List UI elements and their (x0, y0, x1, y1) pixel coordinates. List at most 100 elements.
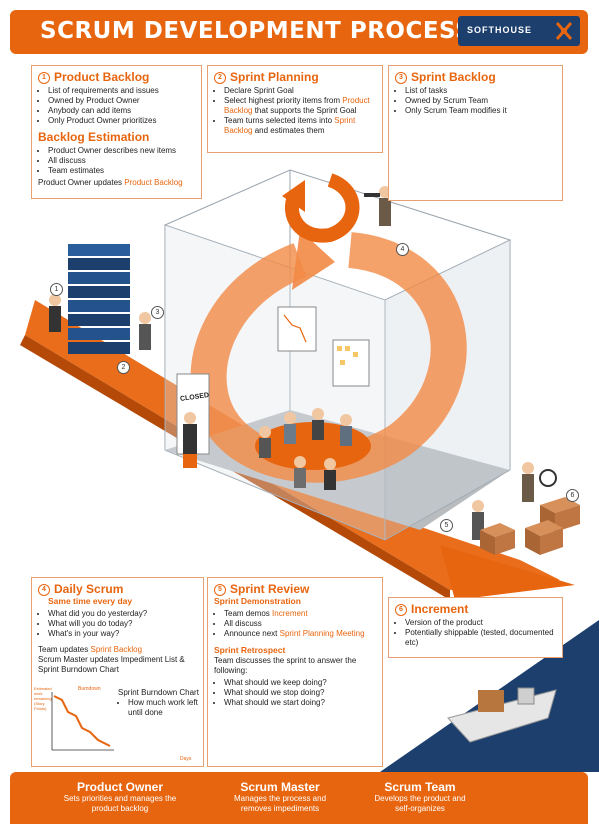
list-item: Product Owner describes new items (48, 146, 195, 156)
sprint-planning-list: Declare Sprint Goal Select highest prior… (214, 86, 376, 136)
product-backlog-heading: 1 Product Backlog (38, 70, 195, 84)
list-item: All discuss (224, 619, 376, 629)
role-title: Scrum Team (384, 780, 456, 794)
daily-scrum-box: 4 Daily Scrum Same time every day What di… (31, 577, 204, 767)
step-number: 6 (395, 603, 407, 616)
roles-footer: Product Owner Sets priorities and manage… (10, 772, 588, 824)
daily-scrum-heading: 4 Daily Scrum (38, 582, 197, 596)
step-number: 1 (38, 71, 50, 84)
sprint-retrospect-heading: Sprint Retrospect (214, 645, 286, 655)
list-item: Team turns selected items into Sprint Ba… (224, 116, 376, 136)
sprint-backlog-box: 3 Sprint Backlog List of tasks Owned by S… (388, 65, 563, 201)
sprint-backlog-list: List of tasks Owned by Scrum Team Only S… (395, 86, 556, 116)
sprint-backlog-link: Sprint Backlog (90, 645, 143, 654)
sprint-review-box: 5 Sprint Review Sprint Demonstration Team… (207, 577, 383, 767)
box-icon (525, 497, 580, 555)
role-product-owner: Product Owner Sets priorities and manage… (58, 780, 182, 814)
list-item: List of tasks (405, 86, 556, 96)
backlog-note: Product Owner updates Product Backlog (38, 178, 195, 188)
list-item: Only Product Owner prioritizes (48, 116, 195, 126)
list-item: What did you do yesterday? (48, 609, 197, 619)
list-item: List of requirements and issues (48, 86, 195, 96)
daily-scrum-title: Daily Scrum (54, 582, 124, 596)
sprint-planning-link: Sprint Planning Meeting (279, 629, 365, 638)
product-backlog-link: Product Backlog (224, 96, 370, 115)
backlog-estimation-list: Product Owner describes new items All di… (38, 146, 195, 176)
burndown-chart (51, 692, 114, 751)
list-item: Version of the product (405, 618, 556, 628)
item-text: Select highest priority items from (224, 96, 343, 105)
page-title: SCRUM DEVELOPMENT PROCESS (40, 18, 473, 44)
item-text: Team demos (224, 609, 273, 618)
list-item: What should we start doing? (224, 698, 376, 708)
sprint-planning-title: Sprint Planning (230, 70, 319, 84)
softhouse-logo-icon (555, 22, 573, 40)
sprint-backlog-link: Sprint Backlog (224, 116, 356, 135)
logo-text: SOFTHOUSE (467, 25, 533, 35)
sprint-backlog-title: Sprint Backlog (411, 70, 496, 84)
list-item: Only Scrum Team modifies it (405, 106, 556, 116)
list-item: All discuss (48, 156, 195, 166)
burndown-chart-label: Sprint Burndown Chart (118, 688, 199, 697)
sprint-review-title: Sprint Review (230, 582, 310, 596)
step-number: 3 (395, 71, 407, 84)
scene-marker-1: 1 (50, 283, 63, 296)
scrum-master-update-line: Scrum Master updates Impediment List & S… (38, 655, 185, 674)
daily-scrum-subtitle: Same time every day (48, 596, 133, 606)
product-backlog-title: Product Backlog (54, 70, 150, 84)
increment-link: Increment (272, 609, 308, 618)
burndown-chart-title: Burndown (78, 686, 101, 692)
retrospect-list: What should we keep doing? What should w… (214, 678, 376, 708)
scene-marker-3: 3 (151, 306, 164, 319)
team-update-line: Team updates Sprint Backlog (38, 645, 197, 655)
burndown-xlabel: Days (180, 756, 192, 762)
step-number: 5 (214, 583, 226, 596)
list-item: Announce next Sprint Planning Meeting (224, 629, 376, 639)
list-item: How much work left until done (128, 698, 202, 718)
product-backlog-link: Product Backlog (124, 178, 183, 187)
increment-heading: 6 Increment (395, 602, 556, 616)
increment-list: Version of the product Potentially shipp… (395, 618, 556, 648)
scene-marker-6: 6 (566, 489, 579, 502)
list-item: Team estimates (48, 166, 195, 176)
sprint-planning-heading: 2 Sprint Planning (214, 70, 376, 84)
list-item: What should we keep doing? (224, 678, 376, 688)
item-text: that supports the Sprint Goal (252, 106, 357, 115)
person-icon (259, 408, 352, 490)
list-item: Owned by Scrum Team (405, 96, 556, 106)
list-item: Anybody can add items (48, 106, 195, 116)
role-title: Product Owner (76, 780, 163, 794)
product-backlog-list: List of requirements and issues Owned by… (38, 86, 195, 126)
daily-scrum-list: What did you do yesterday? What will you… (38, 609, 197, 639)
increment-box: 6 Increment Version of the product Potent… (388, 597, 563, 658)
retrospect-text: Team discusses the sprint to answer the … (214, 656, 357, 675)
sprint-demo-heading: Sprint Demonstration (214, 596, 301, 606)
item-text: Team turns selected items into (224, 116, 335, 125)
sprint-backlog-heading: 3 Sprint Backlog (395, 70, 556, 84)
sprint-demo-list: Team demos Increment All discuss Announc… (214, 609, 376, 639)
softhouse-logo: SOFTHOUSE (458, 16, 580, 46)
scene-marker-2: 2 (117, 361, 130, 374)
step-number: 2 (214, 71, 226, 84)
role-description: Sets priorities and manages the product … (63, 794, 177, 813)
list-item: Select highest priority items from Produ… (224, 96, 376, 116)
list-item: What should we stop doing? (224, 688, 376, 698)
header-bar: SCRUM DEVELOPMENT PROCESS SOFTHOUSE (10, 10, 588, 54)
list-item: Potentially shippable (tested, documente… (405, 628, 556, 648)
item-text: Announce next (224, 629, 280, 638)
step-number: 4 (38, 583, 50, 596)
item-text: and estimates them (252, 126, 325, 135)
increment-title: Increment (411, 602, 469, 616)
item-text: Team updates (38, 645, 91, 654)
list-item: What's in your way? (48, 629, 197, 639)
role-scrum-team: Scrum Team Develops the product and self… (370, 780, 470, 814)
role-scrum-master: Scrum Master Manages the process and rem… (224, 780, 336, 814)
list-item: Declare Sprint Goal (224, 86, 376, 96)
role-title: Scrum Master (240, 780, 320, 794)
server-stack-icon (68, 244, 130, 354)
list-item: What will you do today? (48, 619, 197, 629)
role-description: Develops the product and self-organizes (374, 794, 466, 813)
